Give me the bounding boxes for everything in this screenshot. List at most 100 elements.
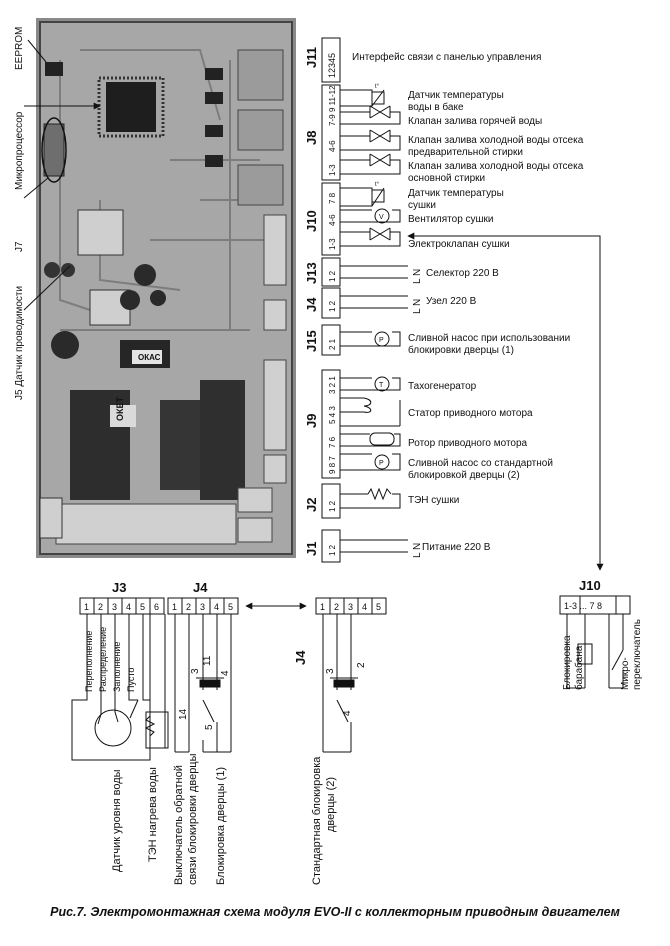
j10-desc-3: Вентилятор сушки xyxy=(408,214,494,225)
pcb-photo: ОКЕТ ОКАС xyxy=(36,18,296,558)
j4-desc: Узел 220 В xyxy=(426,296,477,307)
j9-pins-4: 9 8 7 xyxy=(328,456,337,474)
j3-wire-distribution: Распределение xyxy=(98,627,108,692)
j4b-pin-5: 5 xyxy=(376,602,381,612)
j10b-label-microswitch-2: переключатель xyxy=(632,619,643,690)
j2-pins: 1 2 xyxy=(328,500,337,512)
j8-desc-3: Клапан залива горячей воды xyxy=(408,116,542,127)
j8-desc-2: воды в баке xyxy=(408,101,464,113)
j10-temp-symbol: t° xyxy=(375,182,380,188)
j8-temp-symbol: t° xyxy=(375,84,380,90)
j4b-pin-4: 4 xyxy=(362,602,367,612)
j7-label: J7 xyxy=(14,241,25,252)
j3-pin-3: 3 xyxy=(112,602,117,612)
j13-pins: 1 2 xyxy=(328,270,337,282)
connector-schematic xyxy=(321,37,604,571)
j8-desc-4: Клапан залива холодной воды отсека xyxy=(408,135,584,146)
j15-desc-2: блокировки дверцы (1) xyxy=(408,344,514,356)
j10-pins-2: 4-6 xyxy=(328,214,337,226)
j4a-pin-1: 1 xyxy=(172,602,177,612)
label-water-heater: ТЭН нагрева воды xyxy=(147,767,159,862)
j3-wire-overflow: Переполнение xyxy=(84,631,94,692)
j3-pin-4: 4 xyxy=(126,602,131,612)
j4-wire-numbers: 11 14 3 4 5 3 2 4 xyxy=(178,655,367,730)
j3-pin-5: 5 xyxy=(140,602,145,612)
j8-name: J8 xyxy=(304,131,319,145)
j11-pins: 12345 xyxy=(327,53,337,78)
j10b-name: J10 xyxy=(579,578,601,593)
bottom-labels: Датчик уровня воды ТЭН нагрева воды Выкл… xyxy=(111,753,337,885)
j1-ln: L N xyxy=(412,543,423,558)
j3-pin-2: 2 xyxy=(98,602,103,612)
j9-pins-3: 7 6 xyxy=(328,436,337,448)
j4-name: J4 xyxy=(304,297,319,312)
j10b-labels: Блокировка барабана Микро- переключатель xyxy=(562,619,643,690)
j10-pins-1: 7 8 xyxy=(328,192,337,204)
j1-name: J1 xyxy=(304,542,319,556)
j4a-n4: 4 xyxy=(220,670,231,676)
j9-desc-1: Тахогенератор xyxy=(408,381,477,392)
j4a-pin-2: 2 xyxy=(186,602,191,612)
j8-desc-5: предварительной стирки xyxy=(408,147,523,158)
j4a-pin-5: 5 xyxy=(228,602,233,612)
j10-desc-2: сушки xyxy=(408,200,436,211)
eeprom-chip xyxy=(45,62,63,76)
microprocessor-chip xyxy=(106,82,156,132)
label-water-level-sensor: Датчик уровня воды xyxy=(111,769,123,872)
j4b-n3: 3 xyxy=(325,668,336,674)
j4b-pin-1: 1 xyxy=(320,602,325,612)
eeprom-label: EEPROM xyxy=(14,27,25,70)
fan-symbol: V xyxy=(379,214,384,221)
j8-pins-3: 4-6 xyxy=(328,140,337,152)
j10b-label-drum-lock-2: барабана xyxy=(573,645,585,690)
j10b-label-drum-lock-1: Блокировка xyxy=(562,635,573,690)
j3-wire-names: Переполнение Распределение Заполнение Пу… xyxy=(84,627,136,692)
microprocessor-label: Микропроцессор xyxy=(14,111,25,190)
j10b-label-microswitch-1: Микро- xyxy=(620,657,631,690)
label-feedback-switch-2: связи блокировки дверцы xyxy=(187,753,199,885)
j2-desc: ТЭН сушки xyxy=(408,495,459,506)
j13-ln: L N xyxy=(412,269,423,284)
j8-desc-1: Датчик температуры xyxy=(408,90,504,101)
j4a-n3: 3 xyxy=(190,668,201,674)
j3-pin-6: 6 xyxy=(154,602,159,612)
j11-desc: Интерфейс связи с панелью управления xyxy=(352,51,541,63)
j2-name: J2 xyxy=(304,498,319,512)
j8-pins-4: 1-3 xyxy=(328,164,337,176)
j4b-n2: 2 xyxy=(356,662,367,668)
j10-desc-1: Датчик температуры xyxy=(408,188,504,199)
j9-pins-1: 3 2 1 xyxy=(328,376,337,394)
j9-desc-3: Ротор приводного мотора xyxy=(408,438,528,449)
board-mark-okac: ОКАС xyxy=(138,353,161,362)
j11-name: J11 xyxy=(304,47,319,68)
j13-desc: Селектор 220 В xyxy=(426,268,499,279)
label-door-lock-1: Блокировка дверцы (1) xyxy=(215,767,227,885)
label-feedback-switch-1: Выключатель обратной xyxy=(173,765,185,885)
j4b-pin-2: 2 xyxy=(334,602,339,612)
bottom-pin-numbers: 1 2 3 4 5 6 1 2 3 4 5 1 2 3 4 5 1-3 ... … xyxy=(84,601,602,612)
j4a-pin-3: 3 xyxy=(200,602,205,612)
j10b-pins: 1-3 ... 7 8 xyxy=(564,601,602,611)
j9-desc-2: Статор приводного мотора xyxy=(408,408,533,419)
j9-desc-4: Сливной насос со стандартной xyxy=(408,458,553,469)
j15-desc-1: Сливной насос при использовании xyxy=(408,333,570,344)
j9-pins-2: 5 4 3 xyxy=(328,406,337,424)
j3-wire-filling: Заполнение xyxy=(112,642,122,692)
j10-pins-3: 1-3 xyxy=(328,238,337,250)
j3-name: J3 xyxy=(112,580,126,595)
tacho-symbol: T xyxy=(379,382,384,389)
j15-name: J15 xyxy=(304,330,319,352)
j8-desc-6: Клапан залива холодной воды отсека xyxy=(408,161,584,172)
j4-pins: 1 2 xyxy=(328,300,337,312)
j4b-pin-3: 3 xyxy=(348,602,353,612)
j10-name: J10 xyxy=(304,210,319,232)
conductivity-sensor-label: J5 Датчик проводимости xyxy=(14,286,25,400)
j4a-name: J4 xyxy=(193,580,208,595)
bottom-schematic xyxy=(71,595,631,761)
pump-symbol-2: P xyxy=(379,460,384,467)
j4-ln: L N xyxy=(412,299,423,314)
j4b-n4: 4 xyxy=(342,710,353,716)
j4a-n11: 11 xyxy=(202,655,213,666)
